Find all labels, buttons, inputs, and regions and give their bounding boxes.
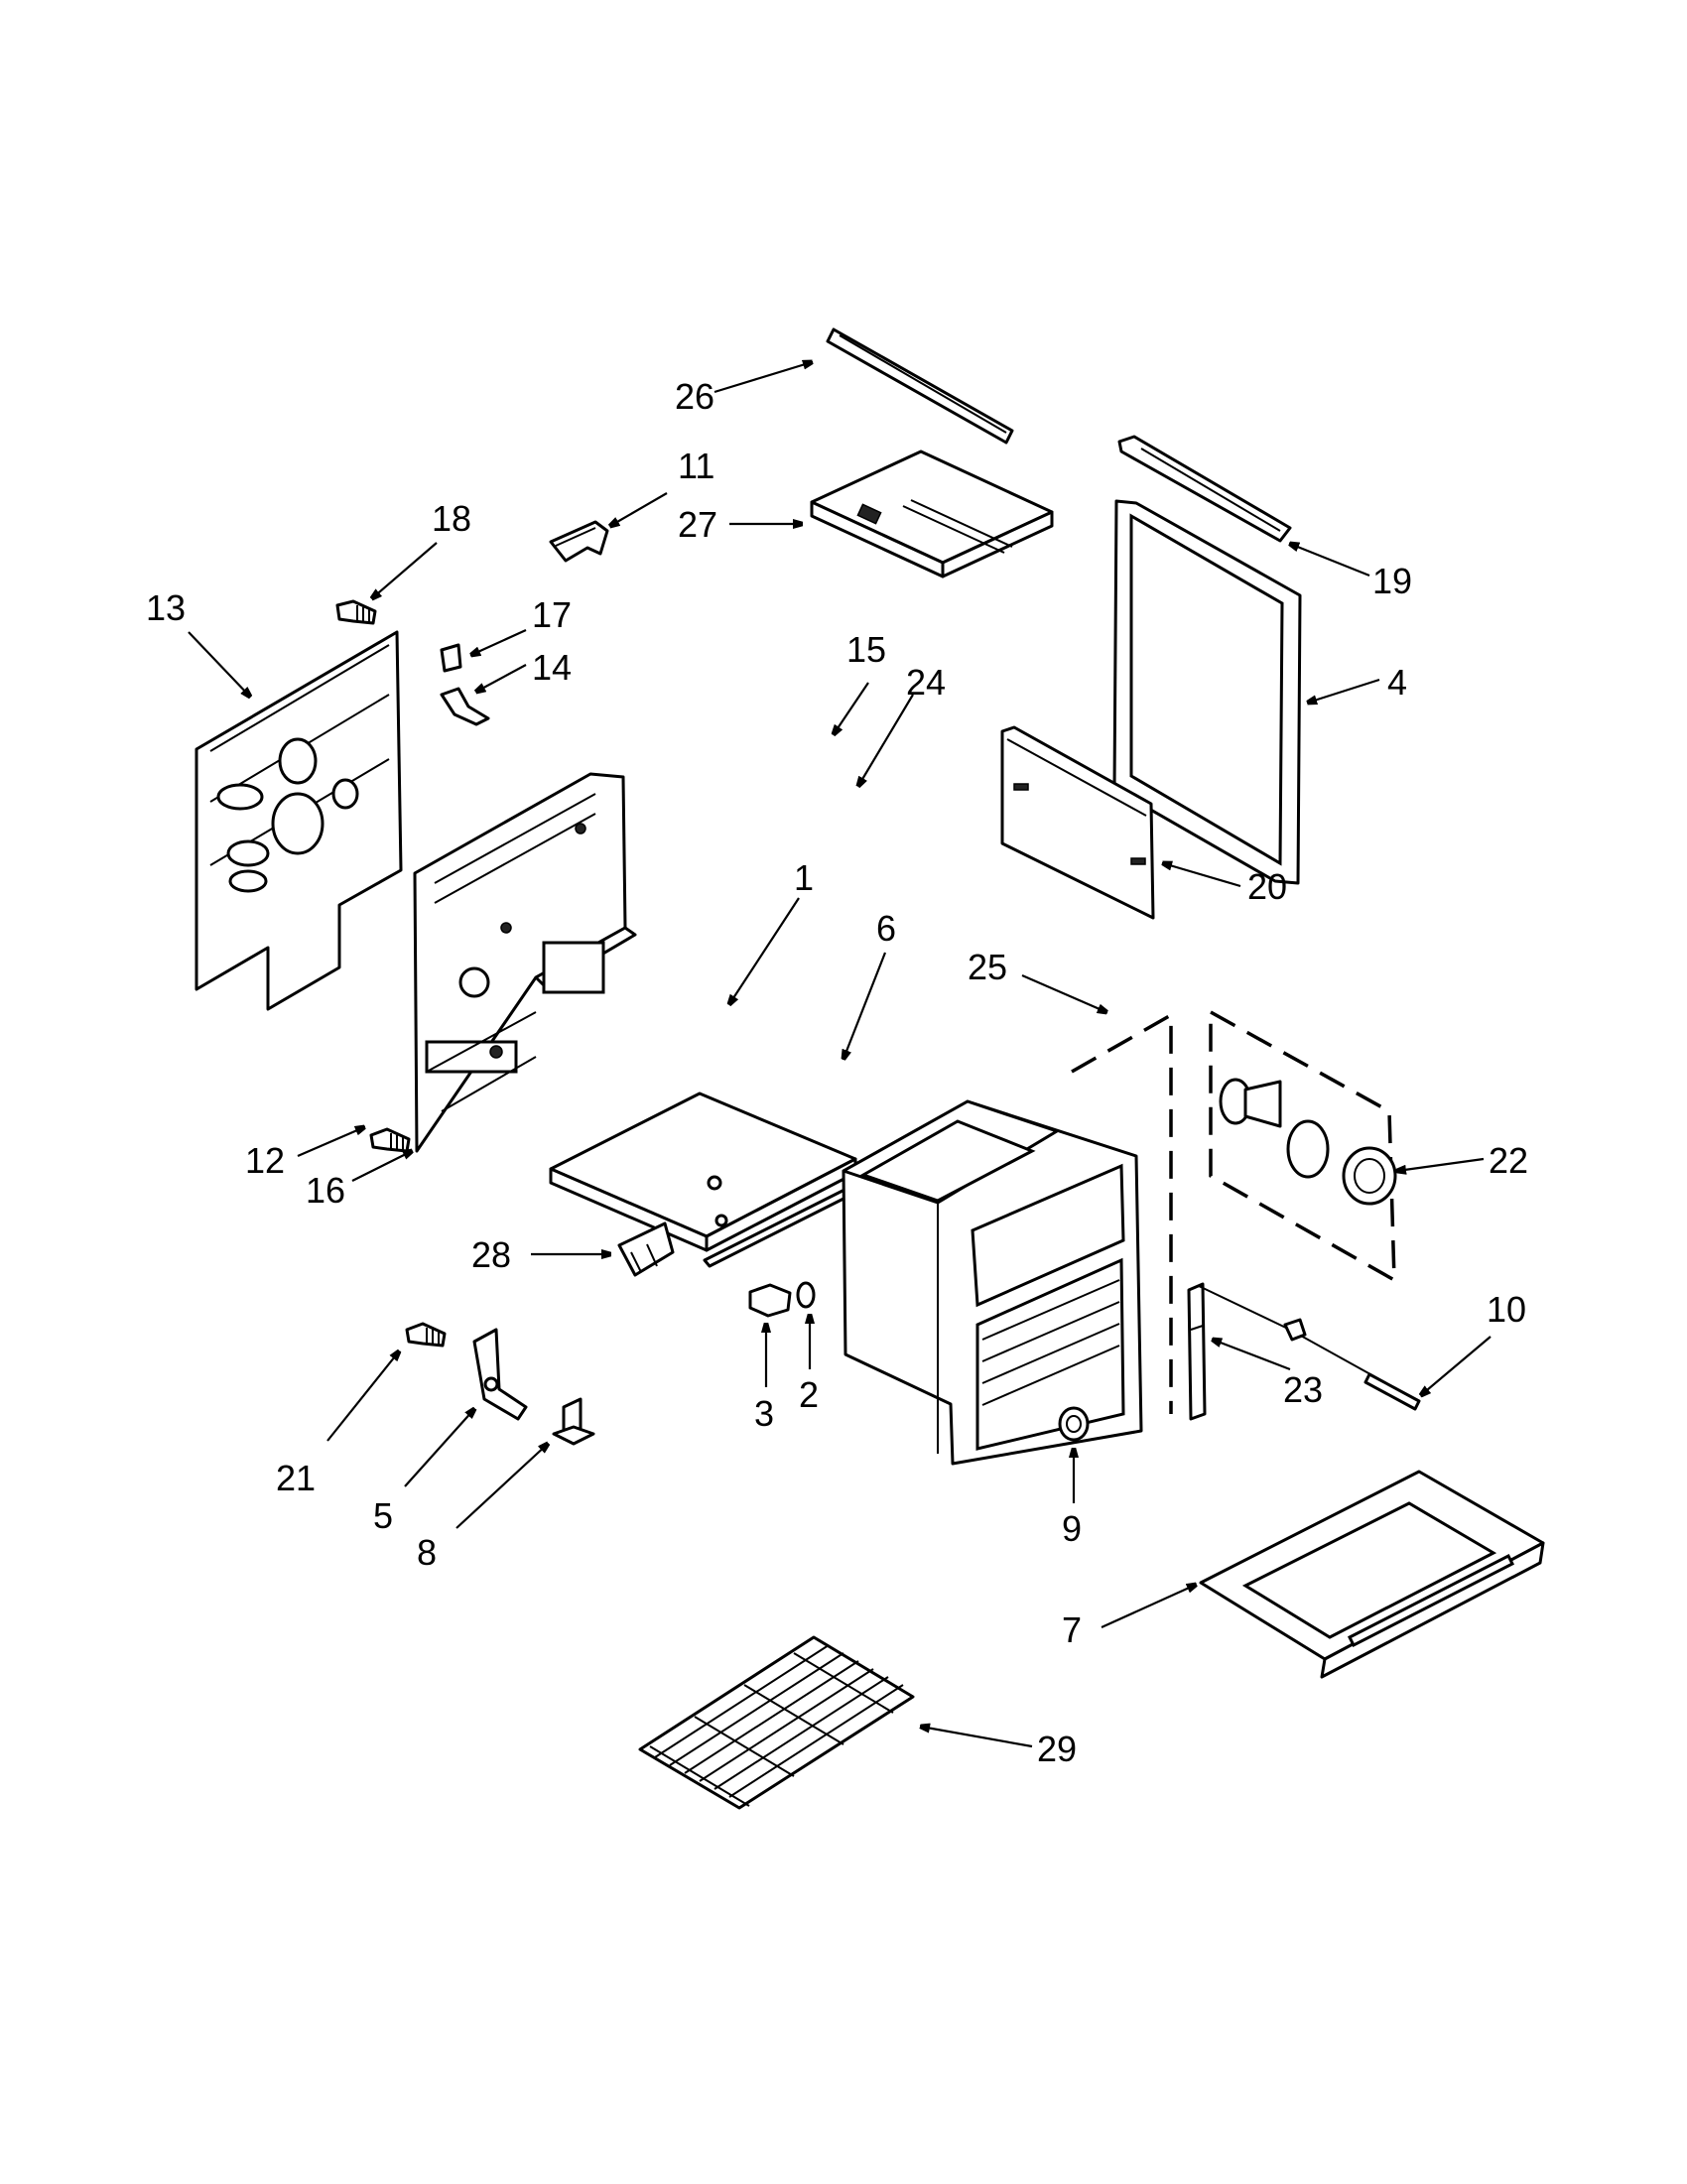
leader-6 xyxy=(844,952,887,1059)
leader-12 xyxy=(297,1127,364,1158)
part-29-oven-rack xyxy=(638,1635,915,1810)
part-12-screw xyxy=(369,1127,411,1153)
callout-6: 6 xyxy=(876,908,896,949)
callout-18: 18 xyxy=(432,498,471,539)
leader-5 xyxy=(404,1409,474,1487)
leader-lines xyxy=(188,362,1492,1748)
callout-4: 4 xyxy=(1387,662,1407,703)
callout-13: 13 xyxy=(146,587,186,628)
leader-13 xyxy=(188,631,250,697)
leader-19 xyxy=(1290,544,1370,578)
part-10-temp-sensor xyxy=(1198,1285,1421,1411)
callout-2: 2 xyxy=(799,1374,819,1415)
leader-24 xyxy=(858,694,914,786)
callout-7: 7 xyxy=(1062,1609,1082,1650)
leader-11 xyxy=(610,492,668,526)
part-8-leveling-leg xyxy=(552,1397,595,1446)
leader-21 xyxy=(326,1351,399,1442)
part-20-door-panel xyxy=(1000,725,1155,920)
callout-15: 15 xyxy=(846,629,886,670)
part-23-sensor-bracket xyxy=(1187,1282,1207,1421)
leader-4 xyxy=(1308,678,1380,703)
callout-11: 11 xyxy=(678,446,714,486)
leader-7 xyxy=(1101,1585,1196,1629)
callout-labels: 26 11 27 18 13 17 14 19 15 24 4 1 6 20 2… xyxy=(146,376,1528,1769)
part-1-bottom-panel xyxy=(549,1092,857,1252)
callout-16: 16 xyxy=(306,1170,345,1211)
callout-12: 12 xyxy=(245,1140,285,1181)
part-26-top-rail xyxy=(826,327,1014,445)
callout-25: 25 xyxy=(968,947,1007,987)
part-14-clip xyxy=(440,687,490,726)
leader-14 xyxy=(476,664,527,692)
callout-29: 29 xyxy=(1037,1729,1077,1769)
callout-14: 14 xyxy=(532,647,572,688)
callout-28: 28 xyxy=(471,1234,511,1275)
leader-8 xyxy=(455,1444,548,1529)
part-9-knob xyxy=(1058,1406,1090,1442)
callout-5: 5 xyxy=(373,1495,393,1536)
part-5-leveling-bracket xyxy=(472,1328,528,1421)
part-19-door-trim xyxy=(1117,435,1292,543)
callout-8: 8 xyxy=(417,1532,437,1573)
part-25-oven-cavity xyxy=(842,1099,1143,1466)
callout-23: 23 xyxy=(1283,1369,1323,1410)
leader-25 xyxy=(1021,973,1106,1012)
part-2-washer xyxy=(796,1281,816,1309)
callout-22: 22 xyxy=(1489,1140,1528,1181)
part-18-screw xyxy=(335,599,377,625)
leader-10 xyxy=(1421,1336,1492,1395)
callout-3: 3 xyxy=(754,1393,774,1434)
callout-9: 9 xyxy=(1062,1508,1082,1549)
callout-24: 24 xyxy=(906,662,946,703)
leader-20 xyxy=(1163,863,1241,888)
callout-26: 26 xyxy=(675,376,714,417)
callout-1: 1 xyxy=(794,857,814,898)
leader-23 xyxy=(1213,1340,1291,1371)
callout-17: 17 xyxy=(532,594,572,635)
callout-10: 10 xyxy=(1487,1289,1526,1330)
leader-16 xyxy=(351,1151,412,1182)
rear-wall-dashed-outline xyxy=(1071,1011,1173,1414)
part-17-clip xyxy=(440,643,462,673)
part-28-bracket xyxy=(617,1221,675,1277)
leader-1 xyxy=(729,897,800,1004)
leader-15 xyxy=(834,682,869,734)
part-7-drawer xyxy=(1199,1470,1545,1679)
part-13-rear-cover xyxy=(195,630,403,1011)
part-22-light-kit xyxy=(1209,1009,1397,1284)
leader-29 xyxy=(921,1727,1033,1748)
callout-27: 27 xyxy=(678,504,717,545)
leader-22 xyxy=(1397,1157,1485,1171)
leader-18 xyxy=(372,542,438,598)
part-3-nut xyxy=(748,1283,792,1318)
callout-19: 19 xyxy=(1372,561,1412,601)
part-16-rear-wall xyxy=(413,772,637,1153)
part-11-bracket xyxy=(549,520,609,563)
part-4-door-frame xyxy=(1112,499,1302,885)
part-21-screw xyxy=(405,1322,447,1348)
leader-17 xyxy=(471,628,527,655)
leader-26 xyxy=(714,362,812,394)
callout-20: 20 xyxy=(1247,866,1287,907)
part-27-top-shield xyxy=(810,450,1054,578)
callout-21: 21 xyxy=(276,1458,316,1498)
